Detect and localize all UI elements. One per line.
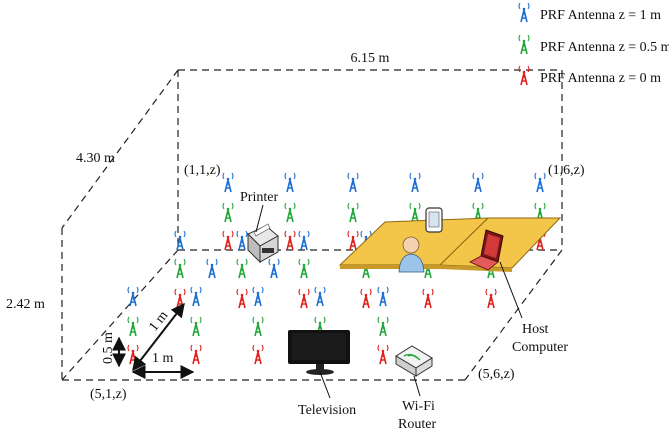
legend-icon-green xyxy=(518,34,530,55)
antenna-blue xyxy=(206,258,218,279)
spacing-z-label: 0.5 m xyxy=(101,332,116,364)
legend xyxy=(518,2,530,86)
antenna-blue xyxy=(174,230,186,251)
dimension-width-label: 6.15 m xyxy=(351,51,390,66)
legend-icon-blue xyxy=(518,2,530,23)
antenna-green xyxy=(190,316,202,337)
antenna-green xyxy=(236,258,248,279)
antenna-green xyxy=(409,202,421,223)
antenna-blue xyxy=(284,172,296,193)
antenna-red xyxy=(360,288,372,309)
leader-lines xyxy=(255,204,523,399)
antenna-blue xyxy=(190,286,202,307)
dimension-depth-label: 4.30 m xyxy=(76,151,115,166)
arrow-1m-diagonal xyxy=(132,302,185,372)
antenna-green xyxy=(127,316,139,337)
antenna-red xyxy=(347,230,359,251)
antenna-blue xyxy=(127,286,139,307)
antenna-red xyxy=(298,288,310,309)
antenna-red xyxy=(422,288,434,309)
antenna-green xyxy=(284,202,296,223)
tablet-icon xyxy=(425,207,443,233)
antenna-green xyxy=(377,316,389,337)
antenna-blue xyxy=(298,230,310,251)
antenna-blue xyxy=(252,286,264,307)
legend-label-z1: PRF Antenna z = 1 m xyxy=(540,8,661,23)
antenna-blue xyxy=(222,172,234,193)
antenna-red xyxy=(252,344,264,365)
dimension-height-label: 2.42 m xyxy=(6,297,45,312)
laptop-icon xyxy=(469,229,504,271)
host-label-line1: Host xyxy=(522,322,549,337)
person-icon xyxy=(398,236,425,273)
antenna-red xyxy=(222,230,234,251)
printer-label: Printer xyxy=(240,190,278,205)
antenna-red xyxy=(190,344,202,365)
television-label: Television xyxy=(298,403,356,418)
antenna-blue xyxy=(409,172,421,193)
antenna-red xyxy=(236,288,248,309)
antenna-green xyxy=(174,258,186,279)
antenna-green xyxy=(252,316,264,337)
legend-icon-red xyxy=(518,65,530,86)
router-label-line2: Router xyxy=(398,417,436,432)
antenna-red xyxy=(485,288,497,309)
antenna-blue xyxy=(472,172,484,193)
spacing-x-label: 1 m xyxy=(152,351,174,366)
antenna-blue xyxy=(236,230,248,251)
antenna-green xyxy=(347,202,359,223)
antenna-green xyxy=(298,258,310,279)
corner-back-left-label: (1,1,z) xyxy=(184,163,221,178)
antenna-blue xyxy=(314,286,326,307)
antenna-blue xyxy=(534,172,546,193)
router-label-line1: Wi-Fi xyxy=(402,399,435,414)
desk xyxy=(338,217,562,272)
legend-label-z05: PRF Antenna z = 0.5 m xyxy=(540,40,669,55)
corner-front-right-label: (5,6,z) xyxy=(478,367,515,382)
router-icon xyxy=(395,345,433,377)
television-icon xyxy=(288,330,350,375)
antenna-red xyxy=(127,344,139,365)
corner-front-left-label: (5,1,z) xyxy=(90,387,127,402)
antenna-green xyxy=(222,202,234,223)
printer-icon xyxy=(247,223,279,264)
antenna-blue xyxy=(377,286,389,307)
antenna-red xyxy=(377,344,389,365)
dimension-arrows xyxy=(112,302,195,379)
legend-label-z0: PRF Antenna z = 0 m xyxy=(540,71,661,86)
host-label-line2: Computer xyxy=(512,340,568,355)
antenna-red xyxy=(284,230,296,251)
antenna-blue xyxy=(347,172,359,193)
spacing-diag-label: 1 m xyxy=(146,308,171,334)
corner-back-right-label: (1,6,z) xyxy=(548,163,585,178)
antenna-blue xyxy=(268,258,280,279)
antennas-z0 xyxy=(127,230,546,365)
